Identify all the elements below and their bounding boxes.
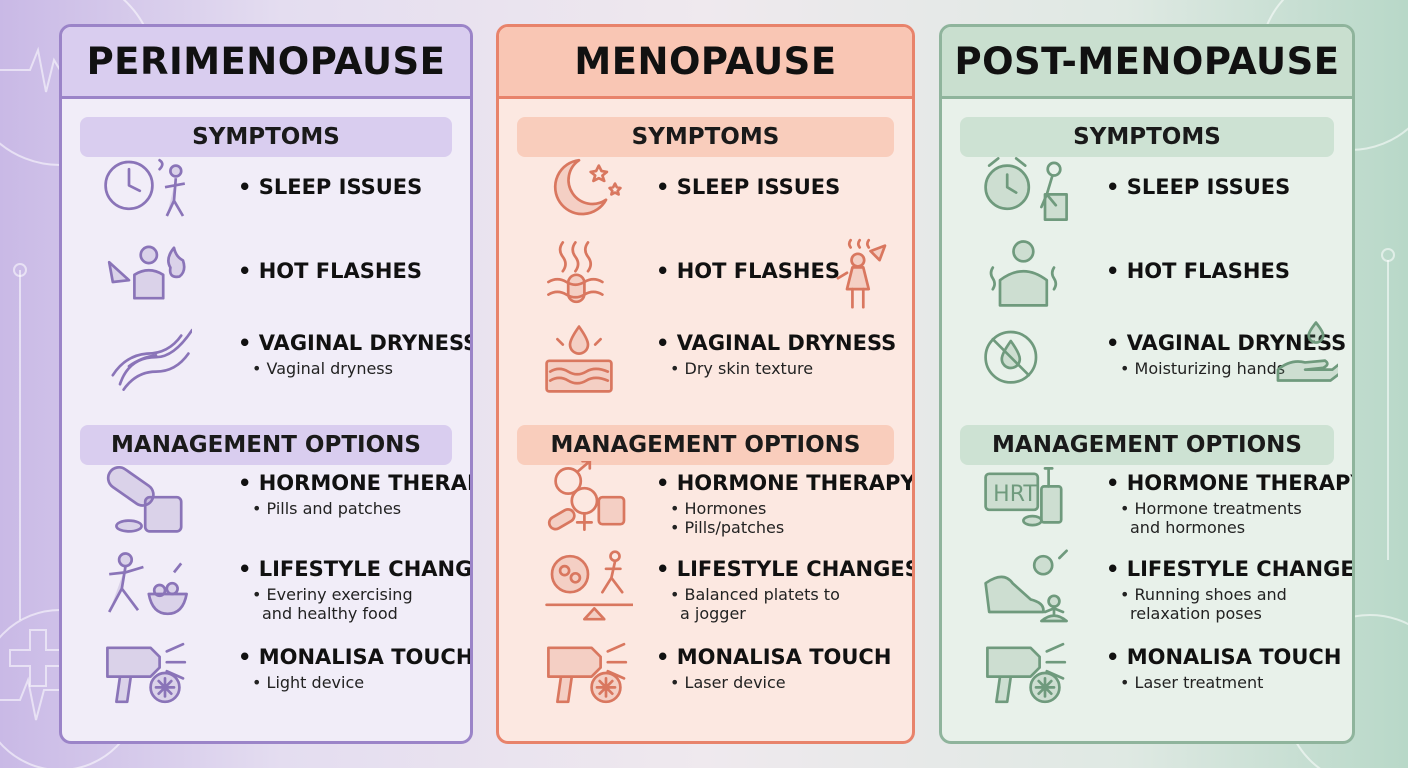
management-item: • LIFESTYLE CHANGES • Balanced platets to… [499,543,912,627]
no-droplet-hand-icon [984,330,1038,384]
management-title: • LIFESTYLE CHANGES [1106,557,1355,581]
symptoms-title: • SLEEP ISSUES [656,175,841,199]
management-heading: MANAGEMENT OPTIONS [517,425,894,465]
shoe-food-meditation-icon [984,549,1068,623]
skin-droplet-icon [545,325,613,393]
management-description: • Laser device [670,673,786,692]
symptoms-description: • Vaginal dryness [252,359,393,378]
hrt-bottle-icon [984,467,1063,527]
management-heading: MANAGEMENT OPTIONS [960,425,1334,465]
laser-device-icon [547,642,628,704]
description-line: and healthy food [262,604,398,623]
symptoms-item: • HOT FLASHES [62,231,470,315]
hrt-label: HRT [993,482,1037,507]
management-title: • MONALISA TOUCH [656,645,892,669]
description-line: a jogger [680,604,746,623]
description-line: • Everiny exercising [252,585,413,604]
management-item: • HORMONE THERAPY • Hormones• Pills/patch… [499,457,912,541]
management-item: • MONALISA TOUCH • Light device [62,631,470,715]
symptoms-item: • SLEEP ISSUES [499,147,912,231]
stage-column-meno: MENOPAUSE SYMPTOMS MANAGEMENT OPTIONS • SLE… [496,24,915,744]
stage-column-post: POST-MENOPAUSE SYMPTOMS MANAGEMENT OPTIONS… [939,24,1355,744]
management-title: • HORMONE THERAPY [656,471,915,495]
hormone-symbols-icon [547,461,626,531]
symptoms-description: • Dry skin texture [670,359,813,378]
moon-stars-icon [553,158,622,216]
management-description: • Pills and patches [252,499,401,518]
clock-sleepwalker-icon [104,158,186,217]
description-line: and hormones [1130,518,1246,537]
symptoms-item: • VAGINAL DRYNESS • Dry skin texture [499,317,912,401]
symptoms-item: • VAGINAL DRYNESS • Moisturizing hands [942,317,1352,401]
management-title: • MONALISA TOUCH [1106,645,1342,669]
description-line: relaxation poses [1130,604,1262,623]
management-item: • MONALISA TOUCH • Laser device [499,631,912,715]
wavy-lines-icon [111,328,192,391]
symptoms-title: • VAGINAL DRYNESS [656,331,897,355]
symptoms-item: • SLEEP ISSUES [62,147,470,231]
management-description: • Hormones• Pills/patches [670,499,784,537]
description-line: • Laser treatment [1120,673,1264,692]
description-line: • Balanced platets to [670,585,840,604]
symptoms-heading: SYMPTOMS [517,117,894,157]
management-item: • HORMONE THERAPY • Pills and patches [62,457,470,541]
symptoms-title: • VAGINAL DRYNESS [1106,331,1347,355]
symptoms-title: • HOT FLASHES [1106,259,1290,283]
description-line: • Hormones [670,499,767,518]
management-title: • LIFESTYLE CHANGES [656,557,915,581]
symptoms-item: • HOT FLASHES [499,231,912,315]
pill-patch-icon [106,465,183,533]
management-description: • Light device [252,673,364,692]
description-line: • Pills/patches [670,518,785,537]
balance-plate-jogger-icon [545,550,633,621]
symptoms-heading: SYMPTOMS [80,117,452,157]
description-line: • Hormone treatments [1120,499,1302,518]
alarm-clock-tired-person-icon [984,157,1068,221]
symptoms-title: • VAGINAL DRYNESS [238,331,473,355]
description-line: • Pills and patches [252,499,402,518]
laser-treatment-device-icon [986,642,1067,704]
description-line: • Moisturizing hands [1120,359,1286,378]
management-title: • LIFESTYLE CHANGES [238,557,473,581]
description-line: • Laser device [670,673,786,692]
light-device-icon [106,642,187,704]
symptoms-title: • SLEEP ISSUES [238,175,423,199]
heat-waves-fan-person-icon [547,241,604,304]
fan-person-icon [836,238,887,309]
stage-title: PERIMENOPAUSE [62,27,470,99]
management-description: • Laser treatment [1120,673,1263,692]
management-item: • LIFESTYLE CHANGES • Everiny exercisinga… [62,543,470,627]
symptoms-title: • HOT FLASHES [238,259,422,283]
description-line: • Running shoes and [1120,585,1287,604]
symptoms-item: • VAGINAL DRYNESS • Vaginal dryness [62,317,470,401]
management-item: • MONALISA TOUCH • Laser treatment [942,631,1352,715]
description-line: • Dry skin texture [670,359,814,378]
symptoms-title: • SLEEP ISSUES [1106,175,1291,199]
droplet-hand-icon [1276,321,1338,382]
management-title: • HORMONE THERAPY [1106,471,1355,495]
fan-flame-person-icon [107,245,186,300]
management-heading: MANAGEMENT OPTIONS [80,425,452,465]
symptoms-description: • Moisturizing hands [1120,359,1285,378]
management-title: • MONALISA TOUCH [238,645,473,669]
description-line: • Vaginal dryness [252,359,393,378]
symptoms-title: • HOT FLASHES [656,259,840,283]
symptoms-heading: SYMPTOMS [960,117,1334,157]
stage-title: MENOPAUSE [499,27,912,99]
description-line: • Light device [252,673,365,692]
symptoms-item: • HOT FLASHES [942,231,1352,315]
symptoms-item: • SLEEP ISSUES [942,147,1352,231]
stage-title: POST-MENOPAUSE [942,27,1352,99]
management-title: • HORMONE THERAPY [238,471,473,495]
exercise-healthy-food-icon [108,552,188,616]
person-heat-icon [989,240,1058,307]
